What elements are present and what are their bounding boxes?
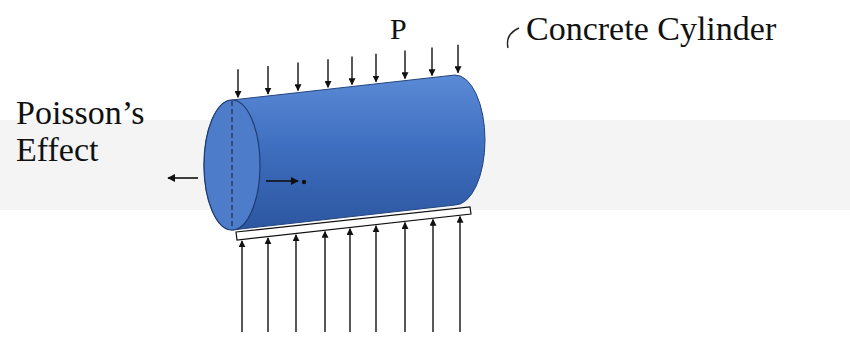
reaction-arrow — [432, 219, 433, 332]
reaction-arrow — [375, 226, 376, 332]
part-label: Concrete Cylinder — [526, 10, 776, 47]
reaction-arrow — [404, 223, 405, 332]
load-arrow — [327, 59, 328, 87]
reaction-arrow — [241, 241, 242, 332]
center-dot — [302, 180, 306, 184]
face-diameter-line — [232, 101, 233, 229]
load-arrow — [457, 45, 458, 73]
load-arrow — [297, 63, 298, 91]
leader-line — [507, 28, 519, 48]
reaction-arrow — [349, 229, 350, 332]
load-arrow — [431, 48, 432, 76]
load-arrow — [237, 69, 238, 97]
reaction-arrow — [295, 235, 296, 332]
reaction-arrow — [324, 232, 325, 332]
load-arrow — [404, 51, 405, 79]
load-arrow — [375, 54, 376, 82]
reaction-arrow — [267, 238, 268, 332]
load-arrows — [238, 45, 460, 332]
load-arrow — [351, 57, 352, 85]
load-arrow — [267, 66, 268, 94]
load-label: P — [390, 12, 407, 45]
cylinder-body — [204, 75, 485, 230]
cylinder-end-face — [204, 100, 260, 230]
reaction-arrow — [459, 216, 460, 332]
effect-label: Poisson’s Effect — [16, 94, 191, 169]
poisson-arrow-left — [168, 177, 198, 179]
poisson-arrow-right — [266, 180, 298, 182]
